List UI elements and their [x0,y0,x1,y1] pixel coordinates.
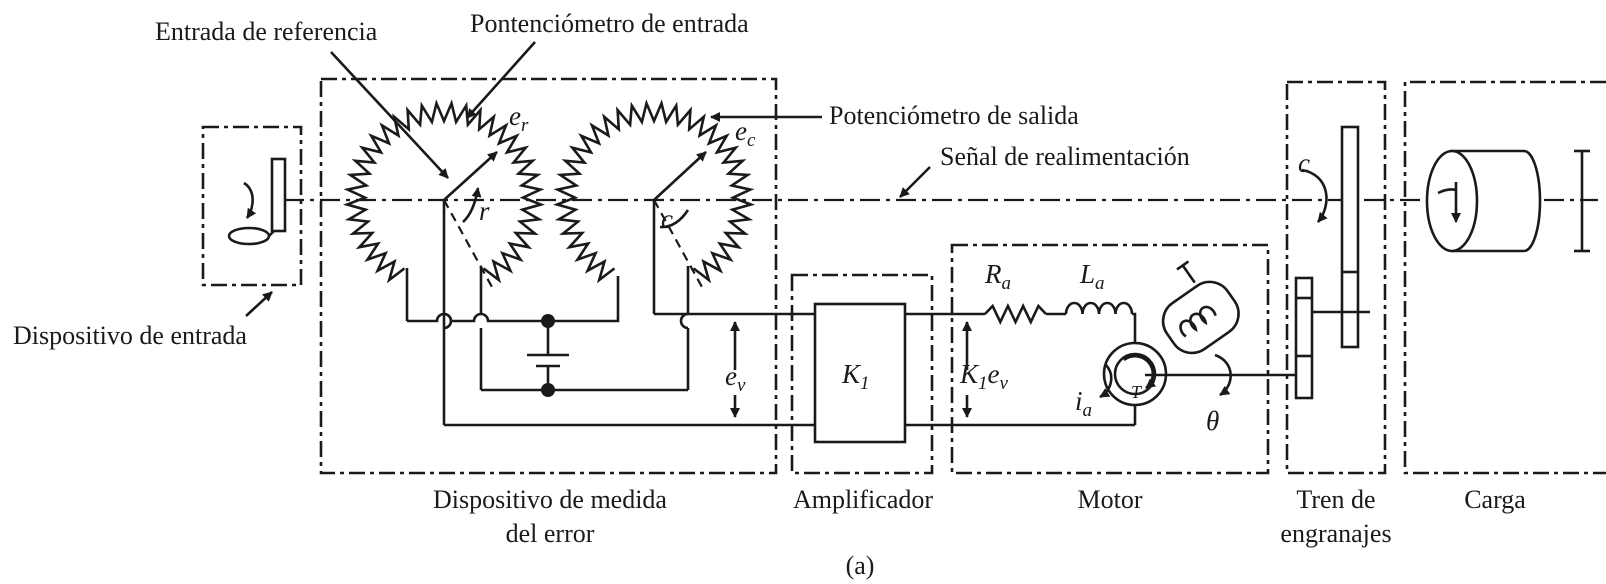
torque-symbol: T [1131,382,1143,402]
amplifier-label: Amplificador [793,485,933,514]
error-measuring-block [319,77,778,475]
theta-arrow [1214,353,1232,397]
input-potentiometer-resistor [342,99,546,284]
motor-block [950,243,1270,475]
load-drum-icon [1425,149,1590,253]
small-gear [1294,276,1314,400]
motor-wiring [1046,312,1137,343]
field-coil-icon [1161,260,1240,355]
reference-input-pointer [330,51,449,179]
input-pot-label: Pontenciómetro de entrada [470,9,749,38]
k1-symbol: K1 [841,359,870,394]
r-angle-symbol: r [479,196,490,226]
figure-tag: (a) [846,551,875,580]
k1ev-symbol: K1ev [959,359,1009,394]
ia-arrow [1099,364,1113,399]
ev-symbol: ev [725,361,746,396]
error-device-label-line2: del error [506,519,595,548]
load-label: Carga [1464,485,1526,514]
armature-resistance [984,302,1047,326]
input-pot-pointer [466,41,536,119]
ia-symbol: ia [1075,386,1092,421]
error-device-label-line1: Dispositivo de medida [433,485,667,514]
motor-label: Motor [1078,485,1143,514]
output-pot-label: Potenciómetro de salida [829,101,1079,130]
input-device-block [201,125,303,287]
large-gear [1340,125,1360,349]
amplifier-block [790,273,934,475]
error-circuit-wiring [405,200,815,427]
input-knob-icon [227,157,287,246]
motor-torque-arrow [1123,354,1157,390]
gear-train-label-line1: Tren de [1296,485,1375,514]
gear-rotation-arrow [1301,168,1328,223]
input-potentiometer-wiper [443,151,498,288]
gear-train-label-line2: engranajes [1280,519,1391,548]
amplifier-output-wiring [905,312,1137,427]
c-gear-symbol: c [1298,148,1310,178]
ec-symbol: ec [735,116,756,151]
load-block [1403,80,1606,475]
theta-symbol: θ [1206,406,1219,436]
input-device-label: Dispositivo de entrada [13,321,247,350]
reference-input-label: Entrada de referencia [155,17,378,46]
feedback-label: Señal de realimentación [940,142,1190,171]
c-angle-symbol: c [661,204,673,234]
er-symbol: er [509,101,529,136]
ra-symbol: Ra [984,259,1011,294]
feedback-pointer [899,166,931,198]
input-device-pointer [245,291,273,317]
output-potentiometer-wiper [653,151,707,288]
la-symbol: La [1079,259,1105,294]
amplifier-k1-box [813,302,907,444]
output-potentiometer-resistor [552,99,756,284]
armature-inductance [1064,301,1134,315]
gear-train-block [1285,80,1387,475]
